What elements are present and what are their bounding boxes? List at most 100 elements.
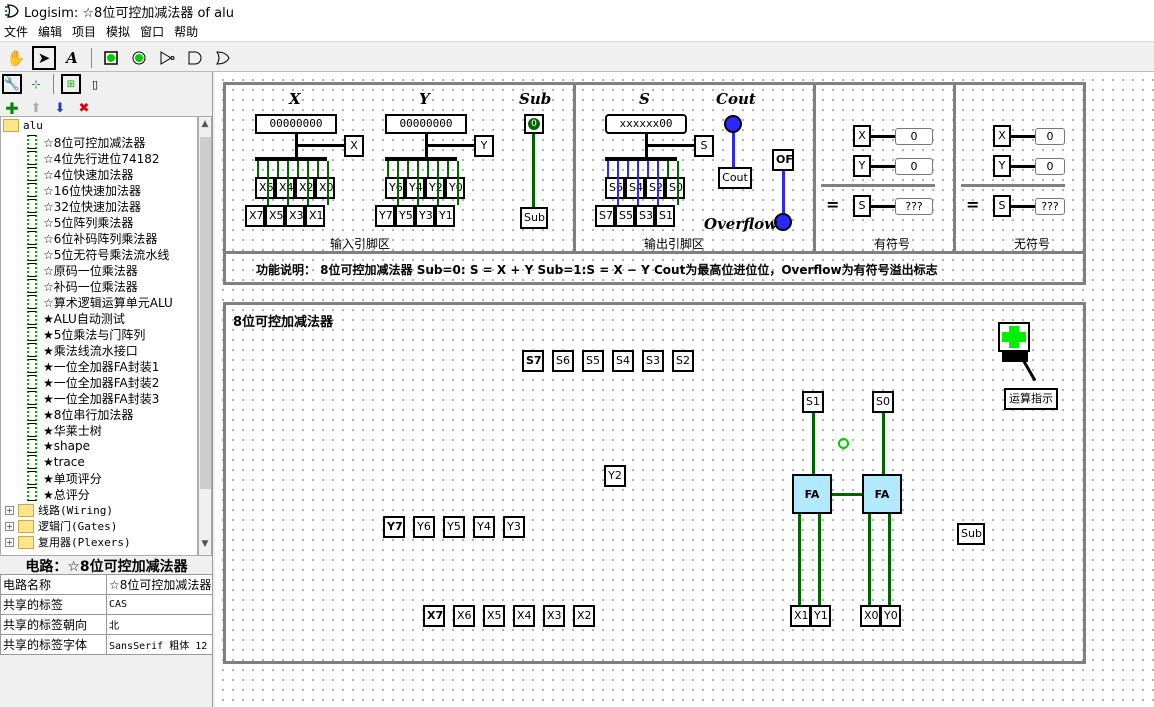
move-up-button[interactable]: ⬆ [26, 98, 46, 118]
input-pin-button[interactable] [99, 46, 123, 70]
overflow-output-label: Overflow [704, 215, 778, 233]
tree-scrollbar[interactable]: ▲ ▼ [198, 116, 212, 556]
menu-file[interactable]: 文件 [4, 25, 29, 39]
or-gate-button[interactable] [211, 46, 235, 70]
tree-circuit-item[interactable]: ☆4位快速加法器 [1, 166, 197, 182]
sub-wire [532, 134, 535, 210]
expand-icon[interactable]: + [5, 505, 14, 515]
circuit-layout-button[interactable]: ⊞ [61, 74, 81, 94]
and-gate-button[interactable] [183, 46, 207, 70]
move-down-button[interactable]: ⬇ [50, 98, 70, 118]
bit-wire [327, 161, 329, 205]
scroll-down-icon[interactable]: ▼ [201, 539, 209, 549]
tree-circuit-item[interactable]: ★一位全加器FA封装1 [1, 358, 197, 374]
tree-circuit-label: ☆16位快速加法器 [43, 183, 142, 198]
tree-circuit-item[interactable]: ★shape [1, 438, 197, 454]
tree-library-item[interactable]: +线路(Wiring) [1, 502, 197, 518]
operation-indicator-led [998, 322, 1030, 352]
output-pin-button[interactable] [127, 46, 151, 70]
tree-circuit-item[interactable]: ☆32位快速加法器 [1, 198, 197, 214]
tree-circuit-item[interactable]: ☆算术逻辑运算单元ALU [1, 294, 197, 310]
appearance-icon: ▯ [91, 77, 99, 91]
poke-tool-button[interactable]: ✋ [4, 46, 28, 70]
not-gate-button[interactable] [155, 46, 179, 70]
scroll-up-icon[interactable]: ▲ [201, 119, 209, 129]
tree-circuit-item[interactable]: ☆4位先行进位74182 [1, 150, 197, 166]
explorer-toolbar-divider [53, 74, 54, 94]
menu-edit[interactable]: 编辑 [38, 25, 63, 39]
tree-circuit-item[interactable]: ☆补码一位乘法器 [1, 278, 197, 294]
circuit-icon [27, 263, 37, 277]
text-tool-button[interactable]: A [60, 46, 84, 70]
tree-circuit-item[interactable]: ★一位全加器FA封装2 [1, 374, 197, 390]
bit-wire [637, 161, 639, 205]
s-bit-tunnel: S7 [522, 350, 544, 372]
tree-circuit-item[interactable]: ☆6位补码阵列乘法器 [1, 230, 197, 246]
tree-circuit-item[interactable]: ★华莱士树 [1, 422, 197, 438]
tree-circuit-item[interactable]: ★单项评分 [1, 470, 197, 486]
tree-circuit-label: ★trace [43, 455, 85, 469]
tree-library-item[interactable]: +逻辑门(Gates) [1, 518, 197, 534]
tree-circuit-item[interactable]: ★8位串行加法器 [1, 406, 197, 422]
circuit-icon [27, 455, 37, 469]
tree-circuit-item[interactable]: ★总评分 [1, 486, 197, 502]
tree-circuit-item[interactable]: ★一位全加器FA封装3 [1, 390, 197, 406]
scrollbar-thumb[interactable] [200, 137, 211, 489]
property-value[interactable]: 北 [106, 614, 213, 635]
bit-wire [607, 161, 609, 177]
edit-layout-button[interactable]: 🔧 [2, 74, 22, 94]
s0-tunnel: S0 [872, 391, 894, 413]
toolbar: ✋ ➤ A [0, 44, 1154, 72]
tree-circuit-item[interactable]: ★乘法线流水接口 [1, 342, 197, 358]
x-input-pin[interactable]: 00000000 [255, 114, 337, 134]
tree-circuit-item[interactable]: ★ALU自动测试 [1, 310, 197, 326]
circuit-icon [27, 359, 37, 373]
output-pin-icon [132, 51, 146, 64]
menu-help[interactable]: 帮助 [174, 25, 199, 39]
y2-tunnel: Y2 [604, 465, 626, 487]
tree-library-item[interactable]: +复用器(Plexers) [1, 534, 197, 550]
splitter-tunnel: X1 [305, 205, 325, 227]
menu-project[interactable]: 项目 [72, 25, 97, 39]
sub-input-value: 0 [528, 118, 540, 130]
tree-circuit-item[interactable]: ☆原码一位乘法器 [1, 262, 197, 278]
expand-icon[interactable]: + [5, 537, 14, 547]
tree-circuit-item[interactable]: ★5位乘法与门阵列 [1, 326, 197, 342]
magnifier-circuit-icon [27, 135, 37, 149]
delete-circuit-button[interactable]: ✖ [74, 98, 94, 118]
signed-x-probe: 0 [895, 128, 933, 145]
property-value[interactable]: CAS [106, 594, 213, 615]
explorer-toolbar: 🔧 ⊹ ⊞ ▯ [0, 72, 212, 96]
tree-circuit-item[interactable]: ☆5位无符号乘法流水线 [1, 246, 197, 262]
select-tool-button[interactable]: ➤ [32, 45, 56, 70]
add-circuit-button[interactable]: ✚ [2, 98, 22, 118]
circuit-canvas[interactable]: X Y Sub 00000000 00000000 0 X Y X6X7X4X5… [215, 72, 1154, 707]
menu-simulate[interactable]: 模拟 [106, 25, 131, 39]
tree-root-alu[interactable]: alu [1, 117, 197, 134]
tree-circuit-label: ☆5位阵列乘法器 [43, 215, 134, 230]
y-input-pin[interactable]: 00000000 [385, 114, 467, 134]
simulation-tree-button[interactable]: ⊹ [26, 74, 46, 94]
tree-circuit-item[interactable]: ☆8位可控加减法器 [1, 134, 197, 150]
circuit-appearance-button[interactable]: ▯ [85, 74, 105, 94]
property-value[interactable]: ☆8位可控加减法器 [106, 574, 213, 595]
tree-circuit-item[interactable]: ★trace [1, 454, 197, 470]
full-adder-1[interactable]: FA [792, 474, 832, 514]
full-adder-0[interactable]: FA [862, 474, 902, 514]
y-bit-tunnel: Y6 [413, 516, 435, 538]
expand-icon[interactable]: + [5, 521, 14, 531]
folder-icon [18, 519, 34, 533]
splitter-tunnel: Y4 [405, 177, 425, 199]
tree-circuit-item[interactable]: ☆5位阵列乘法器 [1, 214, 197, 230]
circuit-icon [27, 311, 37, 325]
splitter-tunnel: X2 [295, 177, 315, 199]
bit-wire [267, 161, 269, 205]
splitter-tunnel: S4 [625, 177, 645, 199]
sub-input-pin[interactable]: 0 [524, 114, 544, 134]
property-value[interactable]: SansSerif 粗体 12 [106, 634, 213, 655]
tree-circuit-label: ☆原码一位乘法器 [43, 263, 138, 278]
s0-wire [882, 413, 885, 475]
tree-circuit-item[interactable]: ☆16位快速加法器 [1, 182, 197, 198]
menu-window[interactable]: 窗口 [140, 25, 165, 39]
